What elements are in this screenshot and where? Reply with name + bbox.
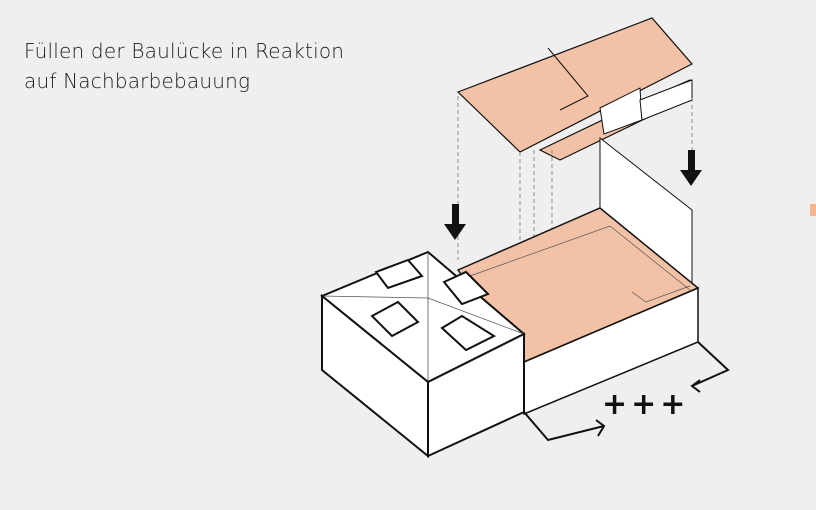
- caption-line-1: Füllen der Baulücke in Reaktion: [24, 39, 345, 63]
- roof-skylights: [370, 258, 497, 352]
- neighbour-house: [320, 250, 526, 459]
- down-arrow-left: [444, 204, 466, 240]
- infill-building: [456, 207, 700, 416]
- down-arrow-right: [680, 150, 702, 186]
- diagram-caption: Füllen der Baulücke in Reaktion auf Nach…: [24, 36, 344, 96]
- plus-signs-label: +++: [602, 387, 689, 422]
- edge-marker: [810, 204, 816, 216]
- expansion-arrows: [523, 341, 730, 442]
- floating-roof-element: [456, 17, 693, 161]
- caption-line-2: auf Nachbarbebauung: [24, 69, 251, 93]
